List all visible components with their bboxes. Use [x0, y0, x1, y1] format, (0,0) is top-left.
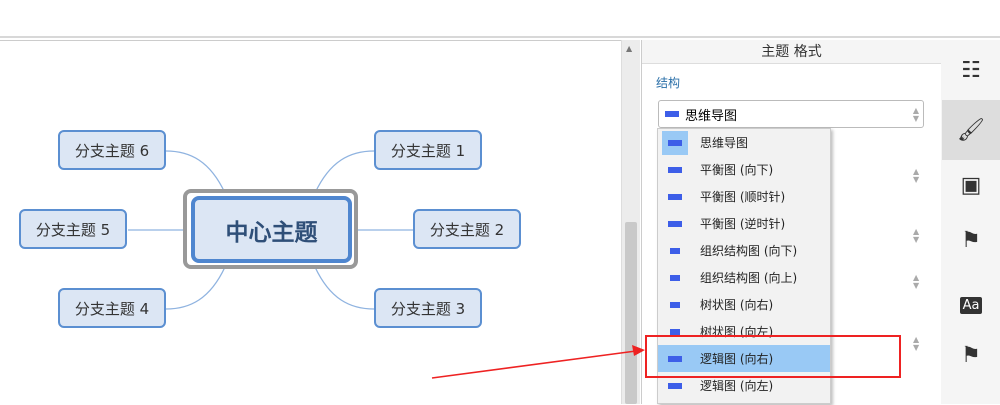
structure-dropdown-list: 思维导图 平衡图 (向下) 平衡图 (顺时针) 平衡图 (逆时针) 组织结构图 … — [657, 128, 831, 404]
tree-right-icon — [662, 293, 688, 317]
branch-topic-4[interactable]: 分支主题 4 — [58, 288, 166, 328]
notes-flag-icon[interactable]: ⚑ — [961, 342, 981, 368]
select-arrows-icon: ▲▼ — [912, 106, 919, 123]
branch-topic-3[interactable]: 分支主题 3 — [374, 288, 482, 328]
spinner-icon[interactable]: ▲▼ — [913, 167, 920, 184]
central-topic[interactable]: 中心主题 — [191, 196, 352, 263]
option-org-up[interactable]: 组织结构图 (向上) — [658, 264, 830, 291]
structure-select[interactable]: 思维导图 ▲▼ — [658, 100, 924, 128]
logic-right-icon — [662, 347, 688, 371]
connector-lines — [128, 150, 413, 310]
connector-1 — [314, 150, 375, 194]
image-icon[interactable]: ▣ — [960, 172, 982, 198]
org-chart-down-icon — [662, 239, 688, 263]
marker-flag-icon[interactable]: ⚑ — [961, 227, 981, 253]
option-logic-right[interactable]: 逻辑图 (向右) — [658, 345, 830, 372]
option-label: 逻辑图 (向右) — [700, 352, 774, 366]
logic-left-icon — [662, 374, 688, 398]
org-chart-up-icon — [662, 266, 688, 290]
option-balance-clockwise[interactable]: 平衡图 (顺时针) — [658, 183, 830, 210]
connector-6 — [165, 150, 226, 194]
option-label: 组织结构图 (向上) — [700, 271, 798, 285]
connector-4 — [165, 266, 226, 310]
structure-select-value: 思维导图 — [685, 108, 738, 124]
annotation-highlight-box — [645, 335, 901, 378]
option-logic-left[interactable]: 逻辑图 (向左) — [658, 372, 830, 399]
option-label: 平衡图 (逆时针) — [700, 217, 786, 231]
balance-counterclockwise-icon — [662, 212, 688, 236]
option-label: 平衡图 (顺时针) — [700, 190, 786, 204]
right-icon-bar: ☷ 🖌 ▣ ⚑ Aa ⚑ — [941, 40, 1000, 404]
option-label: 组织结构图 (向下) — [700, 244, 798, 258]
option-label: 树状图 (向右) — [700, 298, 774, 312]
mindmap-icon — [662, 130, 688, 155]
structure-label: 结构 — [656, 76, 681, 90]
text-style-icon[interactable]: Aa — [942, 275, 1000, 335]
format-brush-icon[interactable]: 🖌 — [942, 100, 1000, 160]
spinner-icon[interactable]: ▲▼ — [913, 227, 920, 244]
option-org-down[interactable]: 组织结构图 (向下) — [658, 237, 830, 264]
panel-title: 主题 格式 — [642, 40, 941, 64]
branch-topic-6[interactable]: 分支主题 6 — [58, 130, 166, 170]
connector-3 — [314, 266, 375, 310]
spinner-icon[interactable]: ▲▼ — [913, 273, 920, 290]
option-balance-counterclockwise[interactable]: 平衡图 (逆时针) — [658, 210, 830, 237]
option-label: 思维导图 — [700, 136, 749, 150]
balance-down-icon — [662, 158, 688, 182]
tree-left-icon — [662, 320, 688, 344]
scroll-thumb[interactable] — [625, 222, 637, 404]
option-balance-down[interactable]: 平衡图 (向下) — [658, 156, 830, 183]
branch-topic-1[interactable]: 分支主题 1 — [374, 130, 482, 170]
scroll-up-icon[interactable]: ▲ — [626, 44, 633, 53]
balance-clockwise-icon — [662, 185, 688, 209]
option-tree-right[interactable]: 树状图 (向右) — [658, 291, 830, 318]
option-label: 逻辑图 (向左) — [700, 379, 774, 393]
outline-icon[interactable]: ☷ — [961, 57, 981, 83]
toolbar — [0, 0, 1000, 38]
spinner-icon[interactable]: ▲▼ — [913, 335, 920, 352]
mindmap-structure-icon — [665, 111, 679, 117]
vertical-scrollbar[interactable]: ▲ — [621, 40, 640, 404]
option-mindmap[interactable]: 思维导图 — [658, 129, 830, 156]
branch-topic-5[interactable]: 分支主题 5 — [19, 209, 127, 249]
option-label: 平衡图 (向下) — [700, 163, 774, 177]
branch-topic-2[interactable]: 分支主题 2 — [413, 209, 521, 249]
